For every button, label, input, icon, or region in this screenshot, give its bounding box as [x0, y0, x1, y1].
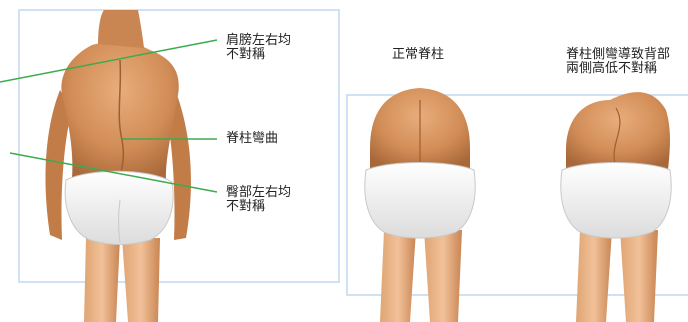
left-leg [84, 238, 120, 322]
scoliosis-figure [561, 92, 671, 322]
normal-spine-figure [365, 88, 475, 322]
label-hip-asymmetry: 臀部左右均 不對稱 [226, 186, 291, 214]
right-leg [122, 238, 160, 322]
label-shoulder-asymmetry: 肩膀左右均 不對稱 [226, 34, 291, 62]
label-normal-spine: 正常脊柱 [392, 48, 444, 62]
neck [98, 10, 144, 48]
back-figure [45, 10, 190, 322]
label-scoliosis-back: 脊柱側彎導致背部 兩側高低不對稱 [566, 48, 670, 76]
label-spine-curvature: 脊柱彎曲 [226, 132, 278, 146]
